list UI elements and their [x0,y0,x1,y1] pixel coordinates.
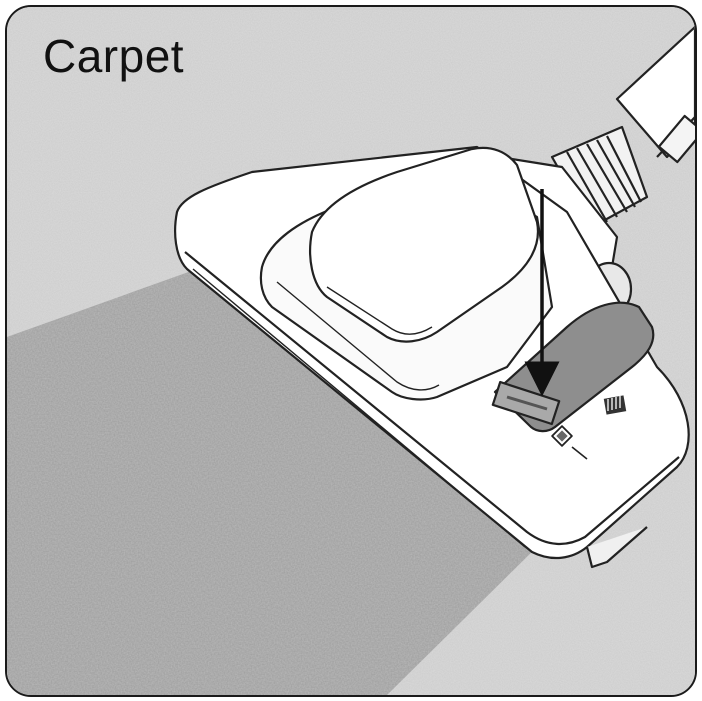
page-title: Carpet [43,30,185,82]
carpet-scene [7,7,695,695]
hard-floor-mode-icon [603,395,627,415]
carpet-mode-icon [551,425,573,447]
vacuum-nozzle-icon [174,25,695,569]
illustration-frame: Carpet [5,5,697,697]
